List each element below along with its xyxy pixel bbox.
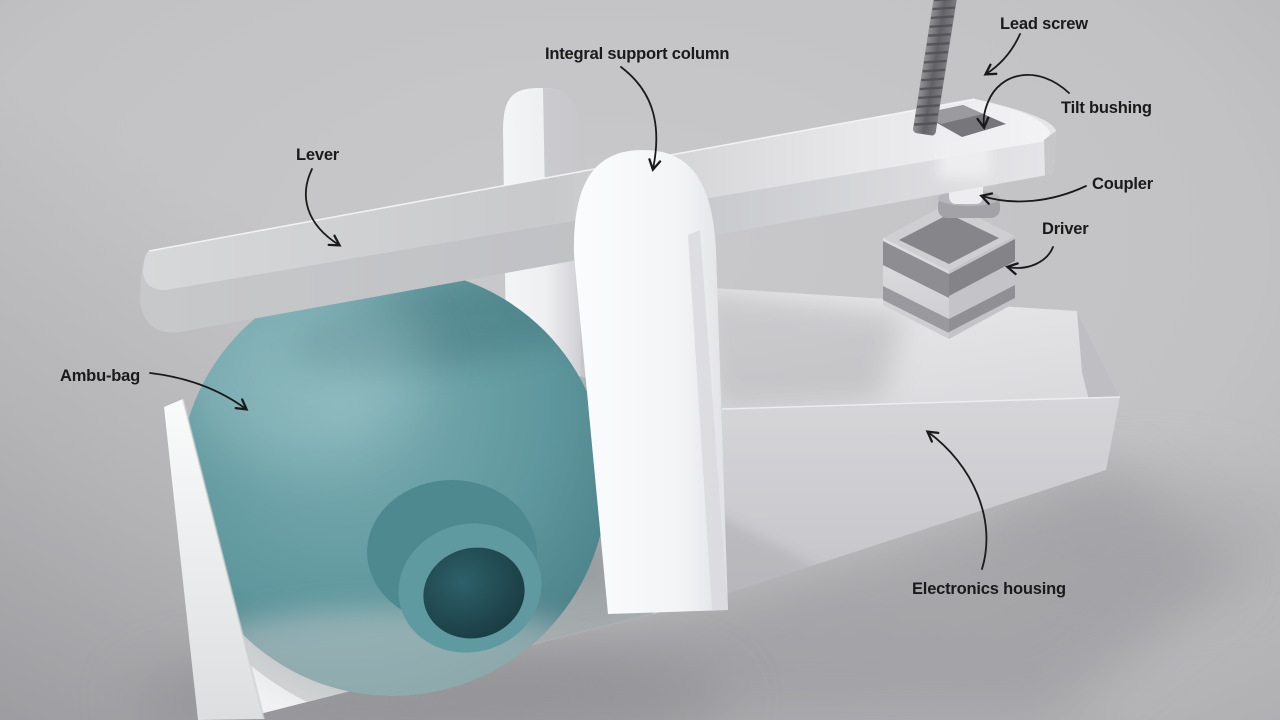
side-wall-edge: [182, 398, 265, 720]
motor-bottom-band-left: [883, 286, 949, 333]
annotation-coupler: Coupler: [979, 175, 1154, 205]
lead-screw-arrow: [983, 33, 1021, 76]
electronics-housing-label: Electronics housing: [912, 580, 1066, 598]
driver-motor: [883, 203, 1015, 339]
annotation-ambu-bag: Ambu-bag: [60, 367, 249, 411]
lead-screw-label: Lead screw: [1000, 15, 1088, 33]
lever-arrow: [304, 168, 342, 247]
annotation-tilt-bushing: Tilt bushing: [976, 74, 1152, 130]
lever-end-face: [1044, 131, 1056, 176]
annotation-integral-support-column: Integral support column: [545, 45, 730, 172]
motor-top-cap: [899, 214, 999, 264]
lever-shadow-on-housing: [697, 287, 905, 409]
lead-screw-threads: [914, 0, 957, 126]
ventilator-device: [139, 0, 1121, 720]
driver-label: Driver: [1042, 220, 1089, 238]
driver-arrow: [1005, 246, 1054, 276]
coupler-arrow: [979, 185, 1087, 205]
lever-edge-highlight: [148, 98, 976, 252]
nozzle-opening: [423, 547, 525, 639]
bag-bottom-fade: [179, 608, 607, 696]
electronics-housing: [697, 287, 1121, 601]
annotation-electronics-housing: Electronics housing: [912, 430, 1066, 598]
motor-top-band-right: [949, 239, 1015, 296]
integral-support-column-label: Integral support column: [545, 45, 729, 63]
ambu-bag-arrow: [149, 372, 249, 411]
annotation-lever: Lever: [296, 146, 342, 247]
electronics-housing-arrow: [925, 430, 988, 570]
front-post-shaded-edge: [688, 230, 728, 610]
annotation-driver: Driver: [1005, 220, 1089, 276]
housing-edge-highlight: [721, 396, 1121, 410]
lever-label: Lever: [296, 146, 340, 164]
bag-nozzle: [367, 480, 542, 653]
housing-front-face: [704, 397, 1120, 601]
tilt-bushing-label: Tilt bushing: [1061, 99, 1152, 117]
coupler-label: Coupler: [1092, 175, 1154, 193]
lever-boss-highlight: [938, 132, 990, 178]
integral-support-column-arrow: [620, 66, 662, 172]
annotations: Lead screw Tilt bushing Coupler Driver I…: [60, 15, 1154, 598]
ambu-bag-label: Ambu-bag: [60, 367, 140, 385]
ground-shadow-right: [1000, 465, 1280, 605]
front-post-body: [573, 150, 728, 614]
motor-bottom-band-right: [949, 285, 1015, 332]
motor-top-band-left: [883, 241, 949, 298]
lead-screw: [913, 0, 957, 136]
annotation-lead-screw: Lead screw: [983, 15, 1088, 76]
cradle-side-wall: [164, 399, 264, 720]
tilt-bushing-arrow: [976, 74, 1070, 130]
support-column-front-post: [573, 150, 728, 614]
lead-screw-rod: [913, 0, 957, 136]
